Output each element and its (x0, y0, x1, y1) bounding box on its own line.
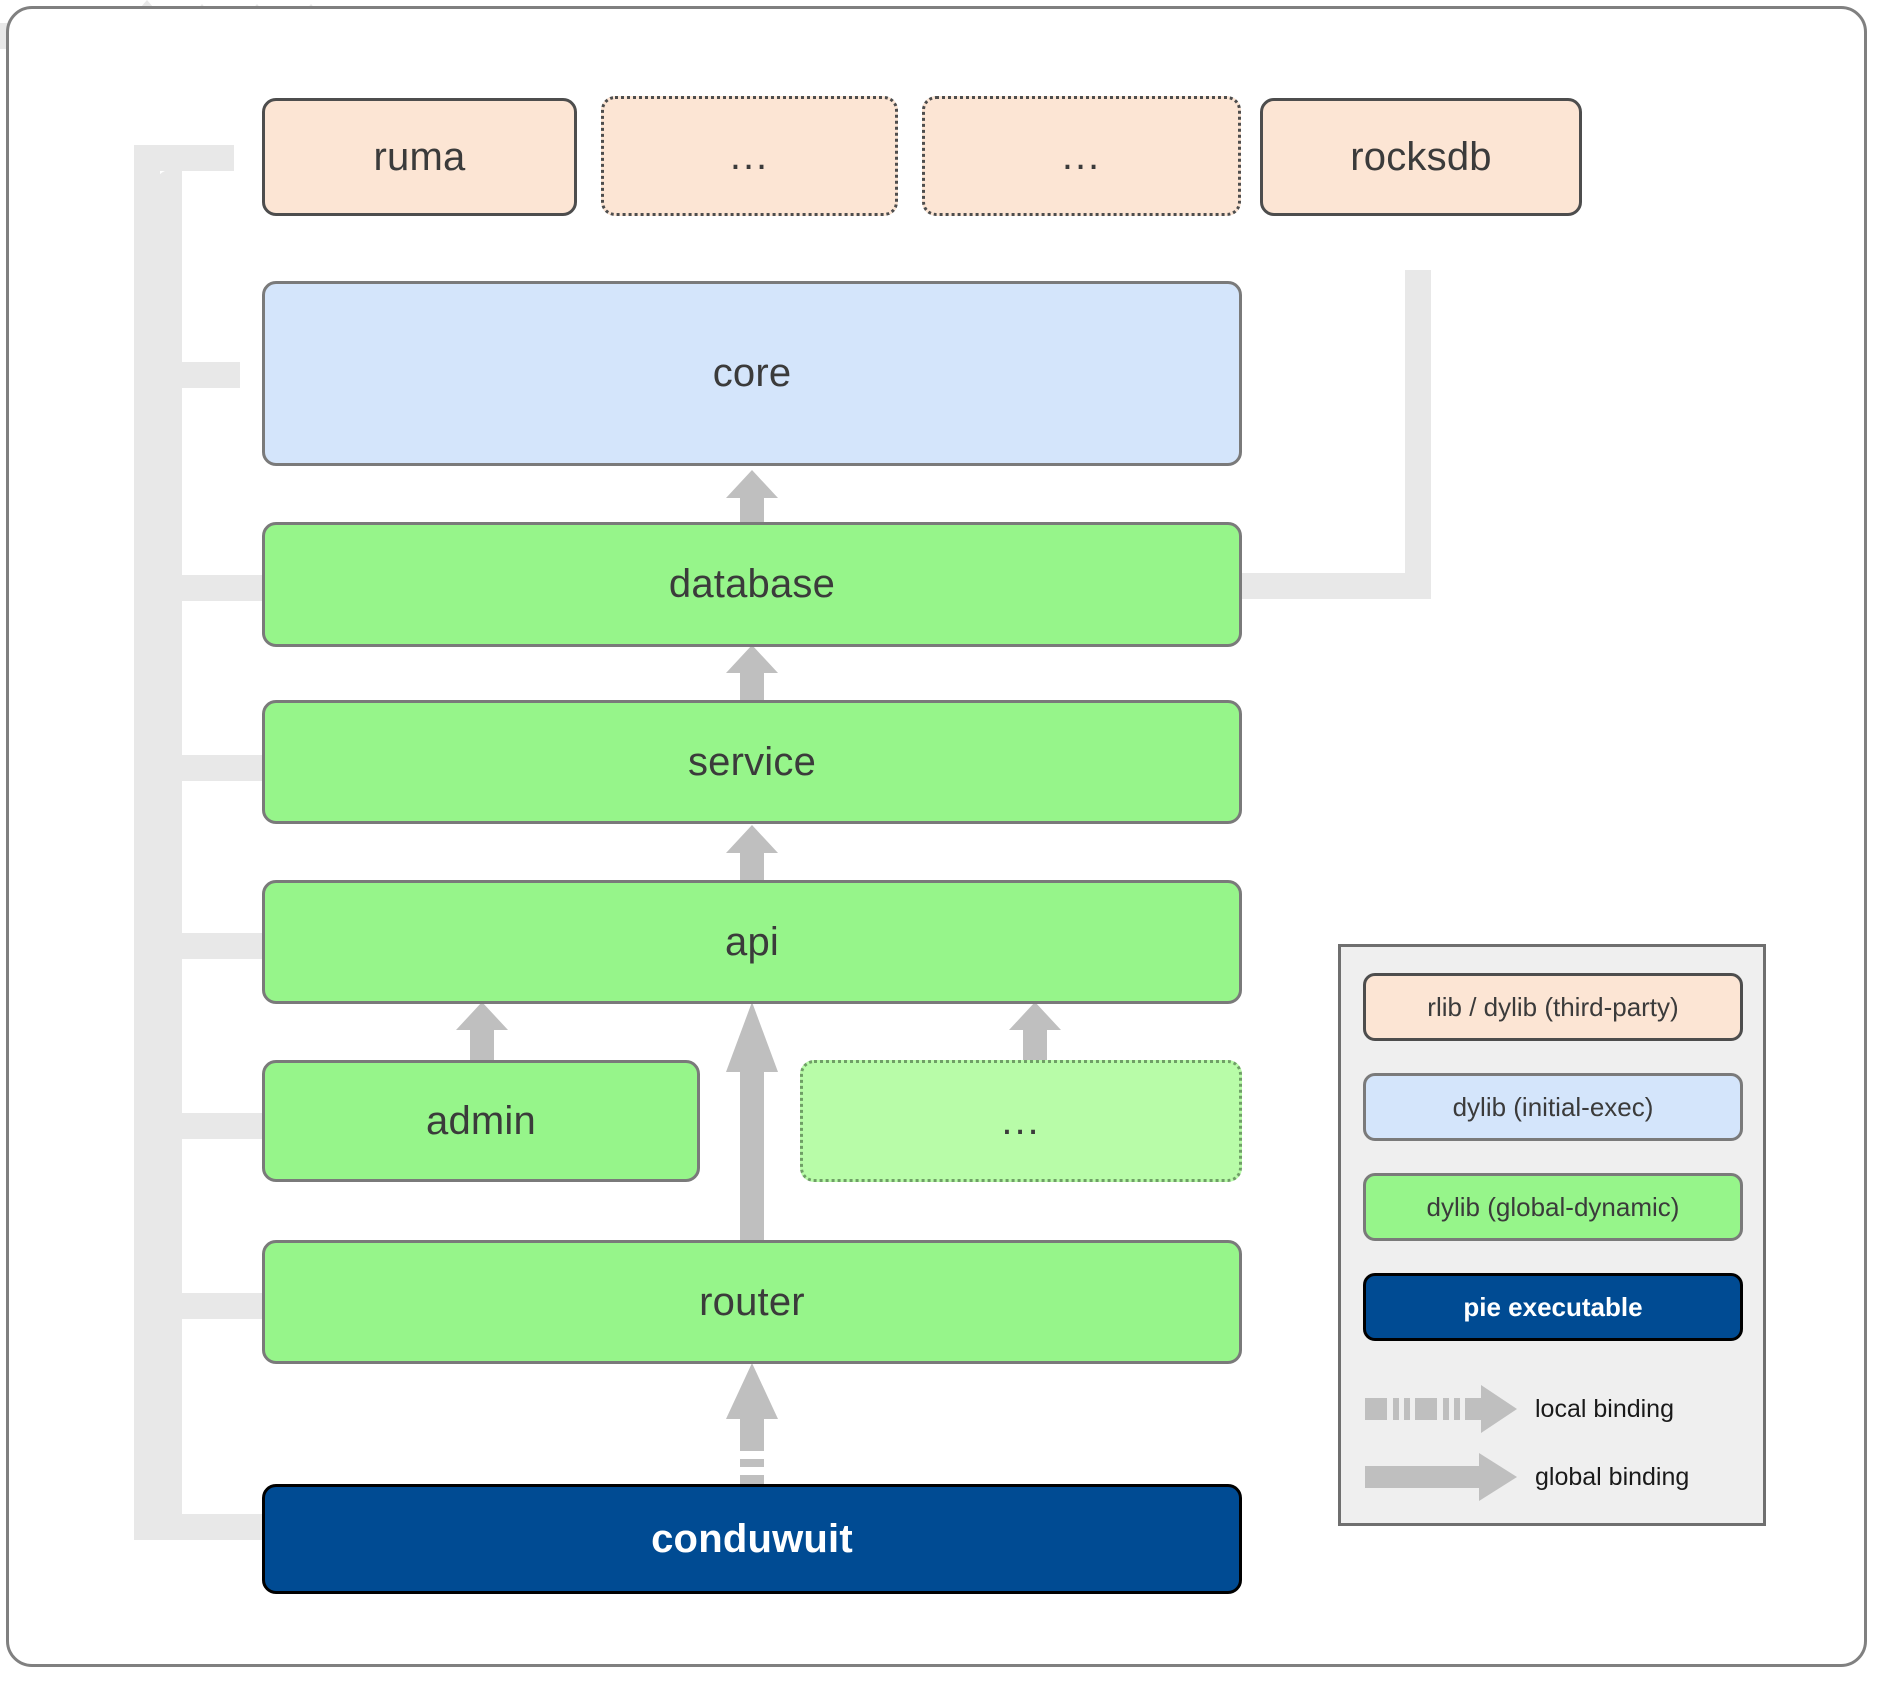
legend-panel: rlib / dylib (third-party) dylib (initia… (1338, 944, 1766, 1526)
node-ruma[interactable]: ruma (262, 98, 577, 216)
node-api-label: api (725, 919, 779, 964)
trunk-branch-database (156, 575, 266, 601)
global-arrow-service-to-database (726, 645, 778, 707)
local-arrow-conduwuit-to-router (726, 1363, 778, 1485)
trunk-branch-core (156, 362, 240, 388)
node-rocksdb[interactable]: rocksdb (1260, 98, 1582, 216)
node-service-label: service (687, 739, 817, 784)
edge-database-to-rocksdb-horizontal (1235, 573, 1431, 599)
node-top-ellipsis-1[interactable]: ... (601, 96, 898, 216)
legend-swatch-third-party: rlib / dylib (third-party) (1363, 973, 1743, 1041)
legend-label-global-binding: global binding (1535, 1462, 1690, 1491)
trunk-vertical-main (134, 145, 160, 1540)
global-arrow-ellipsis-to-api (1009, 1002, 1061, 1064)
legend-label-global-dynamic: dylib (global-dynamic) (1426, 1191, 1680, 1222)
global-arrow-database-to-core (726, 470, 778, 532)
node-api[interactable]: api (262, 880, 1242, 1004)
node-core-label: core (712, 351, 792, 395)
trunk-branch-ruma (134, 145, 234, 171)
global-arrow-api-to-service (726, 825, 778, 887)
node-top-ellipsis-2[interactable]: ... (922, 96, 1241, 216)
node-admin[interactable]: admin (262, 1060, 700, 1182)
global-arrow-admin-to-api (456, 1002, 508, 1064)
trunk-branch-admin (156, 1113, 266, 1139)
trunk-branch-router (156, 1293, 266, 1319)
global-arrow-router-to-api (726, 1002, 778, 1242)
node-conduwuit-label: conduwuit (651, 1516, 853, 1561)
node-admin-label: admin (426, 1098, 536, 1143)
node-database-label: database (668, 562, 836, 606)
trunk-branch-api (156, 933, 266, 959)
node-ruma-label: ruma (373, 134, 466, 179)
legend-row-local-binding: local binding (1363, 1381, 1747, 1437)
global-binding-arrow-icon (1365, 1453, 1517, 1501)
node-database[interactable]: database (262, 522, 1242, 647)
node-top-ellipsis-1-label: ... (729, 133, 770, 178)
trunk-branch-service (156, 755, 266, 781)
legend-label-pie-executable: pie executable (1463, 1291, 1643, 1322)
node-rocksdb-label: rocksdb (1350, 134, 1492, 179)
legend-label-local-binding: local binding (1535, 1394, 1674, 1423)
edge-database-to-rocksdb-vertical (1405, 270, 1431, 590)
legend-label-third-party: rlib / dylib (third-party) (1427, 991, 1679, 1022)
node-router[interactable]: router (262, 1240, 1242, 1364)
legend-label-initial-exec: dylib (initial-exec) (1452, 1091, 1654, 1122)
local-binding-arrow-icon (1365, 1385, 1517, 1433)
node-router-label: router (699, 1279, 805, 1324)
legend-swatch-global-dynamic: dylib (global-dynamic) (1363, 1173, 1743, 1241)
node-service[interactable]: service (262, 700, 1242, 824)
legend-swatch-initial-exec: dylib (initial-exec) (1363, 1073, 1743, 1141)
node-top-ellipsis-2-label: ... (1061, 133, 1102, 178)
trunk-branch-conduwuit (134, 1514, 266, 1540)
node-admin-row-ellipsis[interactable]: ... (800, 1060, 1242, 1182)
legend-row-global-binding: global binding (1363, 1449, 1747, 1505)
legend-swatch-pie-executable: pie executable (1363, 1273, 1743, 1341)
node-admin-row-ellipsis-label: ... (1001, 1098, 1041, 1143)
node-conduwuit[interactable]: conduwuit (262, 1484, 1242, 1594)
node-core[interactable]: core (262, 281, 1242, 466)
